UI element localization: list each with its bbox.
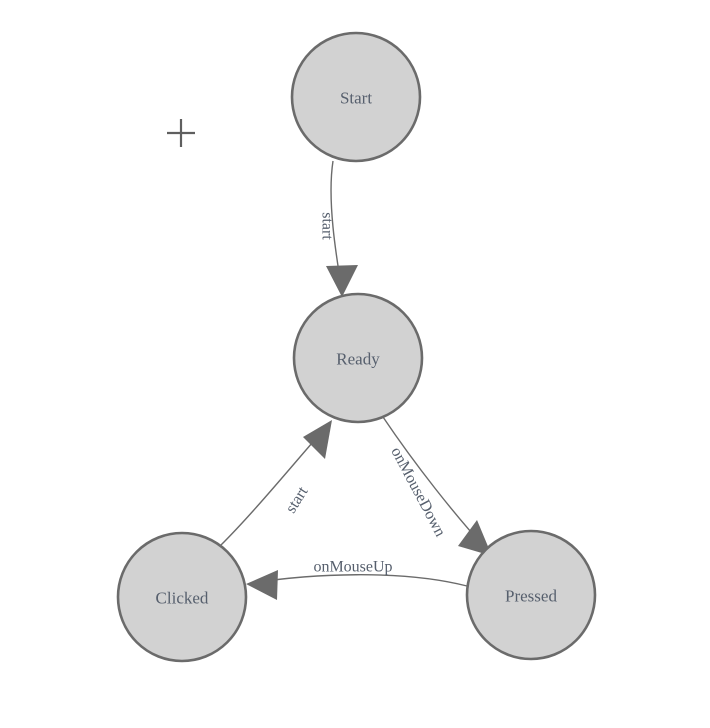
arrowhead-icon xyxy=(326,265,358,297)
arrowhead-icon xyxy=(246,570,278,600)
edge-line xyxy=(251,574,468,587)
plus-marker[interactable] xyxy=(167,119,195,147)
edge-label: start xyxy=(282,483,311,516)
node-circle[interactable] xyxy=(465,529,597,661)
node-start[interactable]: Start xyxy=(290,31,422,163)
arrowhead-icon xyxy=(458,520,492,556)
edge-start-to-ready[interactable]: start xyxy=(319,160,359,297)
node-clicked[interactable]: Clicked xyxy=(116,531,248,663)
edge-label: onMouseDown xyxy=(387,444,448,539)
node-label: Clicked xyxy=(156,589,209,608)
node-circle[interactable] xyxy=(292,292,424,424)
node-label: Start xyxy=(340,89,372,108)
edge-label: onMouseUp xyxy=(313,559,392,576)
edge-label: start xyxy=(319,212,336,240)
node-label: Ready xyxy=(336,350,380,369)
node-label: Pressed xyxy=(505,587,557,606)
node-circle[interactable] xyxy=(290,31,422,163)
node-ready[interactable]: Ready xyxy=(292,292,424,424)
edge-clicked-to-ready[interactable]: start xyxy=(220,420,332,546)
node-circle[interactable] xyxy=(116,531,248,663)
edge-pressed-to-clicked[interactable]: onMouseUp xyxy=(246,559,468,601)
markers-layer xyxy=(167,119,195,147)
node-pressed[interactable]: Pressed xyxy=(465,529,597,661)
arrowhead-icon xyxy=(303,420,332,459)
edge-ready-to-pressed[interactable]: onMouseDown xyxy=(382,416,492,556)
